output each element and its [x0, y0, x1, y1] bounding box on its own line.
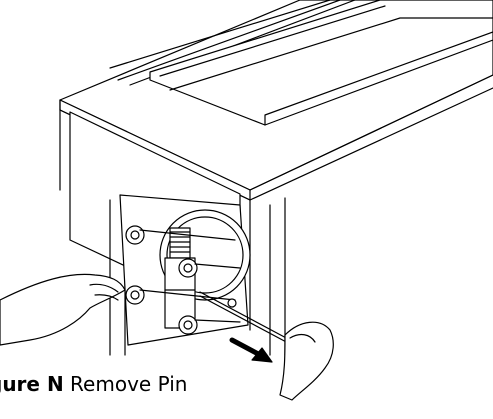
right-hand — [279, 321, 334, 401]
freezer-door — [119, 194, 251, 346]
pin — [199, 291, 291, 345]
caption-label: gure N — [0, 372, 64, 396]
figure-caption: gure N Remove Pin — [0, 372, 187, 396]
arrow-down-right-icon — [229, 337, 273, 363]
left-hand — [0, 273, 126, 346]
cabinet-top — [59, 0, 493, 191]
caption-text: Remove Pin — [70, 372, 188, 396]
